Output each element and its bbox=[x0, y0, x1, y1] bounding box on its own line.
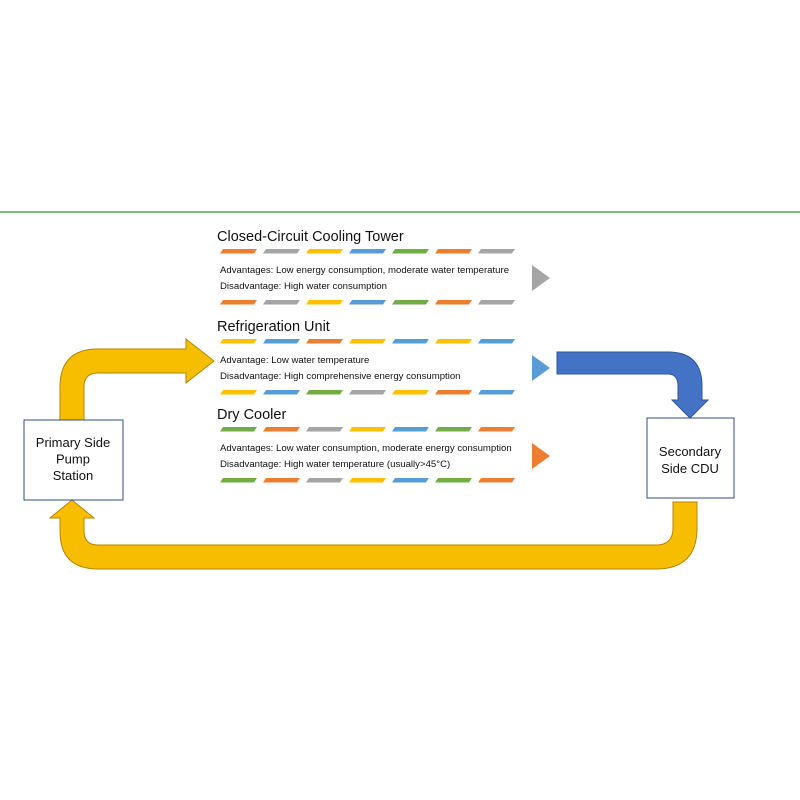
option-bottom-stripe bbox=[392, 478, 429, 483]
option-top-stripe bbox=[306, 339, 343, 344]
loop-arrow-to-refrigeration bbox=[59, 337, 215, 421]
option-top-stripe bbox=[220, 427, 257, 432]
option-top-stripe bbox=[306, 427, 343, 432]
option-bottom-stripe bbox=[306, 300, 343, 305]
option-top-stripe bbox=[220, 339, 257, 344]
primary-pump-station-line: Station bbox=[53, 468, 93, 483]
option-top-stripe bbox=[349, 427, 386, 432]
option-bottom-stripe bbox=[392, 390, 429, 395]
option-disadvantage: Disadvantage: High comprehensive energy … bbox=[220, 371, 461, 382]
option-title: Closed-Circuit Cooling Tower bbox=[217, 229, 404, 245]
secondary-cdu-line: Side CDU bbox=[661, 461, 719, 476]
option-bottom-stripe bbox=[263, 300, 300, 305]
option-bottom-stripe bbox=[349, 478, 386, 483]
secondary-cdu-line: Secondary bbox=[659, 444, 722, 459]
option-flow-arrow-icon bbox=[532, 265, 550, 291]
option-bottom-stripe bbox=[478, 300, 515, 305]
option-bottom-stripe bbox=[435, 478, 472, 483]
option-bottom-stripe bbox=[478, 478, 515, 483]
option-advantage: Advantage: Low water temperature bbox=[220, 355, 369, 366]
option-bottom-stripe bbox=[220, 300, 257, 305]
primary-pump-station-line: Primary Side bbox=[36, 435, 110, 450]
option-disadvantage: Disadvantage: High water consumption bbox=[220, 281, 387, 292]
option-bottom-stripe bbox=[220, 390, 257, 395]
option-top-stripe bbox=[478, 427, 515, 432]
option-bottom-stripe bbox=[306, 390, 343, 395]
option-top-stripe bbox=[478, 339, 515, 344]
option-top-stripe bbox=[349, 339, 386, 344]
option-advantage: Advantages: Low water consumption, moder… bbox=[220, 443, 512, 454]
secondary-cdu-box bbox=[646, 417, 735, 499]
option-top-stripe bbox=[306, 249, 343, 254]
option-top-stripe bbox=[478, 249, 515, 254]
option-top-stripe bbox=[392, 339, 429, 344]
option-bottom-stripe bbox=[435, 390, 472, 395]
option-top-stripe bbox=[349, 249, 386, 254]
option-bottom-stripe bbox=[349, 390, 386, 395]
option-top-stripe bbox=[263, 427, 300, 432]
option-title: Dry Cooler bbox=[217, 407, 286, 423]
option-bottom-stripe bbox=[435, 300, 472, 305]
option-bottom-stripe bbox=[306, 478, 343, 483]
option-top-stripe bbox=[220, 249, 257, 254]
option-bottom-stripe bbox=[263, 478, 300, 483]
option-bottom-stripe bbox=[220, 478, 257, 483]
loop-arrow-return bbox=[48, 499, 698, 570]
option-top-stripe bbox=[435, 427, 472, 432]
option-bottom-stripe bbox=[392, 300, 429, 305]
option-top-stripe bbox=[263, 339, 300, 344]
option-bottom-stripe bbox=[263, 390, 300, 395]
option-top-stripe bbox=[392, 249, 429, 254]
option-top-stripe bbox=[392, 427, 429, 432]
option-top-stripe bbox=[263, 249, 300, 254]
supply-arrow-to-cdu bbox=[556, 351, 710, 419]
option-advantage: Advantages: Low energy consumption, mode… bbox=[220, 265, 509, 276]
option-bottom-stripe bbox=[478, 390, 515, 395]
option-top-stripe bbox=[435, 249, 472, 254]
primary-pump-station-line: Pump bbox=[56, 452, 90, 467]
option-bottom-stripe bbox=[349, 300, 386, 305]
option-disadvantage: Disadvantage: High water temperature (us… bbox=[220, 459, 450, 470]
option-panel: Closed-Circuit Cooling TowerAdvantages: … bbox=[217, 229, 550, 305]
cooling-options: Closed-Circuit Cooling TowerAdvantages: … bbox=[217, 229, 550, 483]
option-top-stripe bbox=[435, 339, 472, 344]
primary-pump-station-box bbox=[23, 419, 124, 501]
option-flow-arrow-icon bbox=[532, 355, 550, 381]
option-flow-arrow-icon bbox=[532, 443, 550, 469]
option-title: Refrigeration Unit bbox=[217, 319, 330, 335]
